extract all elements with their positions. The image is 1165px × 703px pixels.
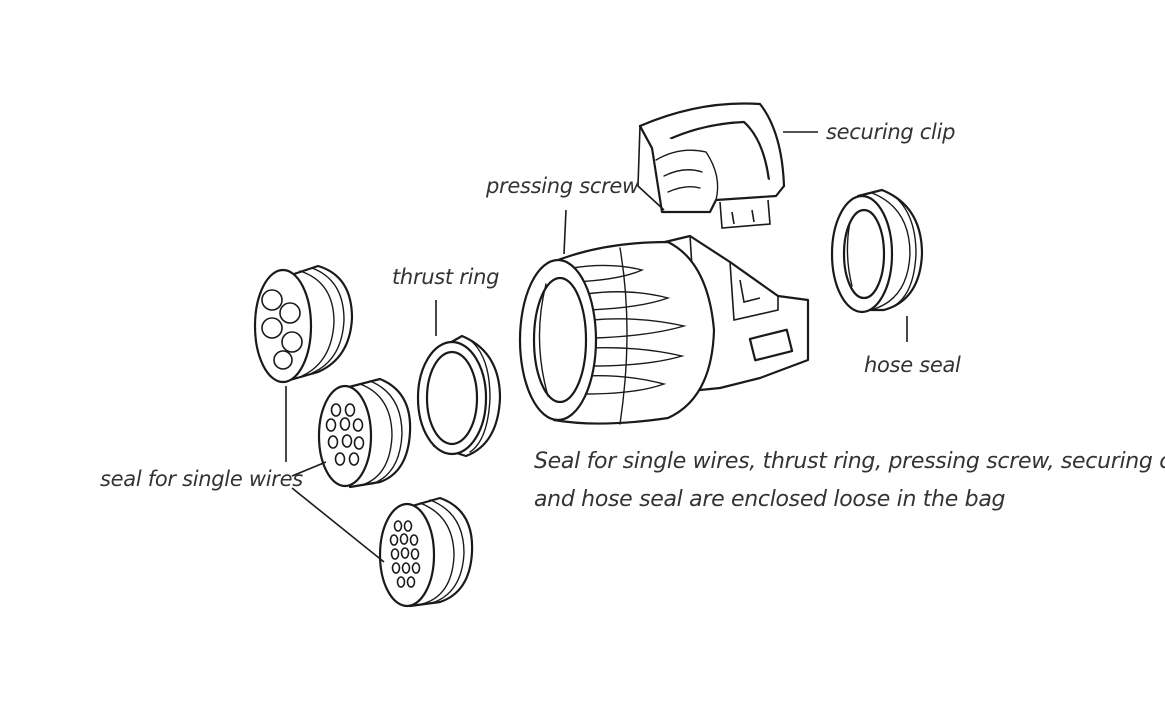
securing-clip	[637, 102, 786, 229]
leader-pressing-screw	[563, 209, 567, 255]
thrust-ring	[416, 334, 502, 458]
note-line-1: Seal for single wires, thrust ring, pres…	[534, 449, 1165, 474]
label-hose-seal: hose seal	[864, 353, 961, 377]
note-line-2: and hose seal are enclosed loose in the …	[534, 487, 1006, 512]
pressing-screw	[518, 234, 810, 425]
wire-seal-multi-hole	[378, 496, 474, 608]
wire-seal-5-hole	[253, 264, 354, 384]
hose-seal	[830, 188, 924, 314]
leader-wire-seal-2	[291, 461, 327, 477]
leader-wire-seal-3	[291, 487, 385, 563]
label-thrust-ring: thrust ring	[392, 265, 499, 289]
wire-seal-multi-holes	[389, 520, 421, 588]
label-pressing-screw: pressing screw	[485, 174, 640, 198]
wire-seal-10-hole	[317, 377, 412, 489]
label-seal-single-wires: seal for single wires	[100, 467, 303, 491]
label-securing-clip: securing clip	[826, 120, 955, 144]
